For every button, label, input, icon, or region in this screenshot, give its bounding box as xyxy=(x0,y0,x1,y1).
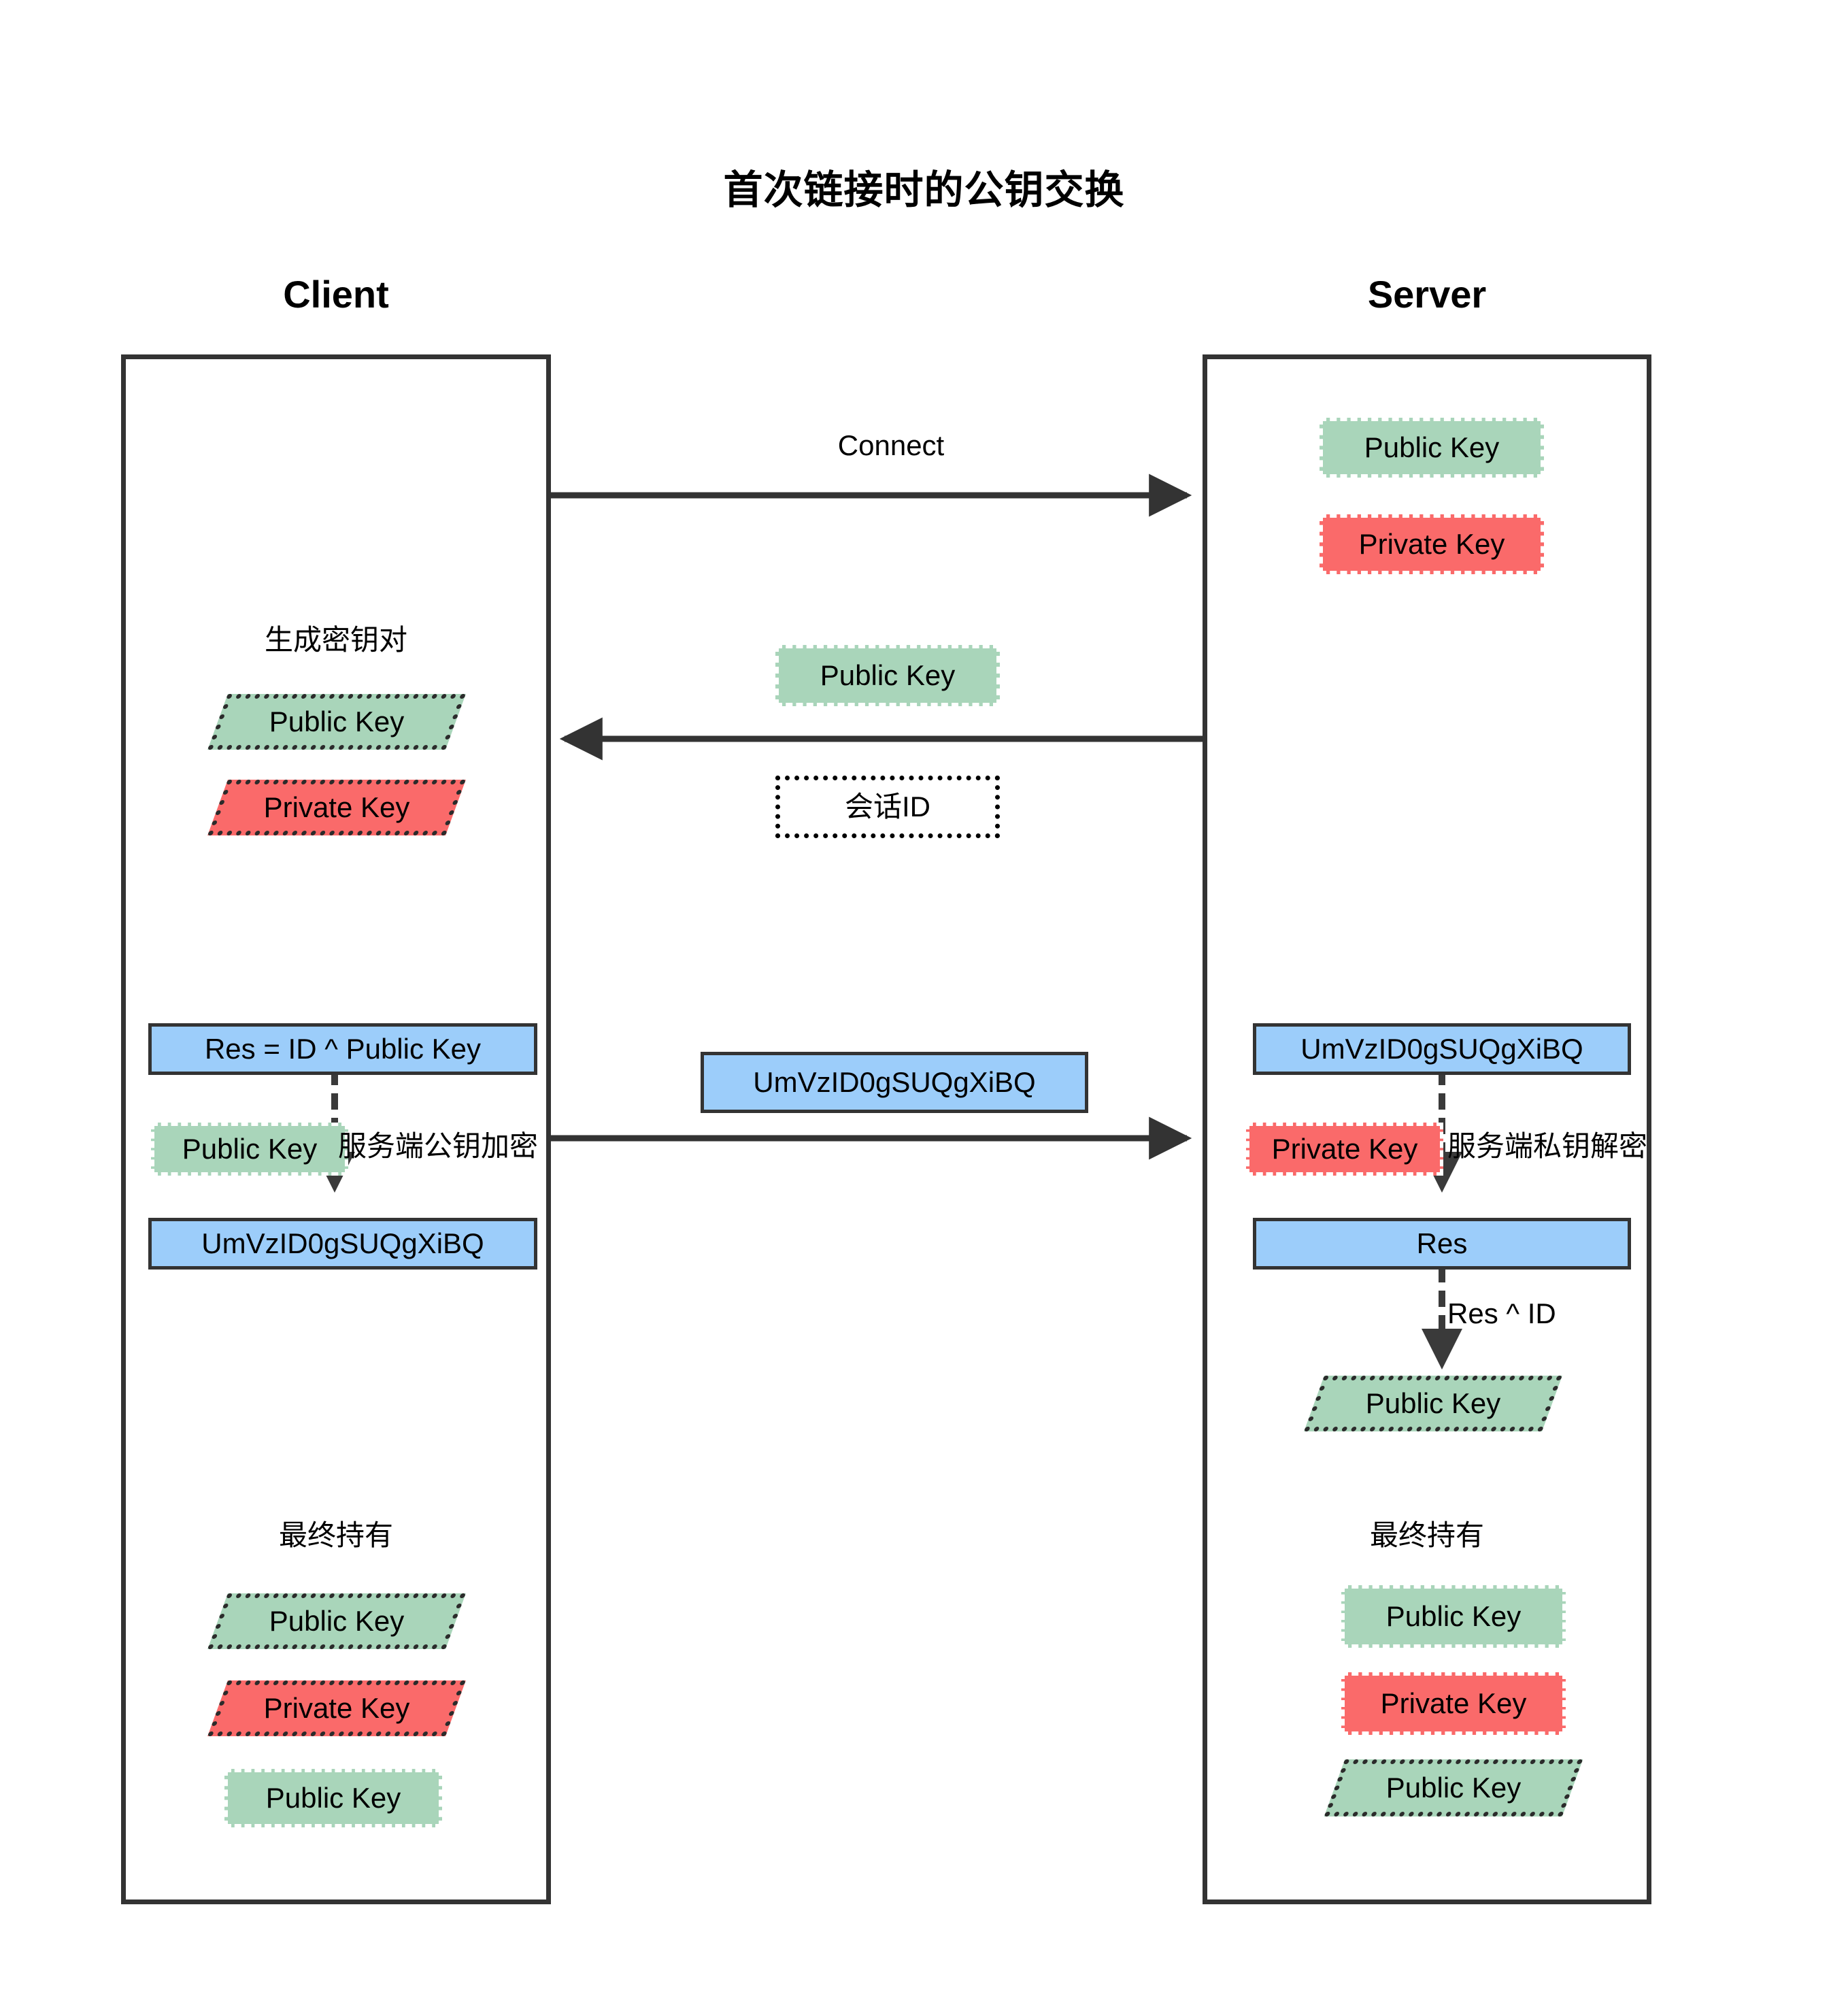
server-decrypt-input-label: UmVzID0gSUQgXiBQ xyxy=(1300,1033,1583,1065)
client-encrypt-key-label: Public Key xyxy=(182,1133,318,1165)
server-final-private-key-label: Private Key xyxy=(1380,1687,1527,1719)
client-final-server-public-key-label: Public Key xyxy=(265,1782,401,1814)
client-generate-section-label: 生成密钥对 xyxy=(264,624,407,656)
server-decrypt-output-label: Res xyxy=(1416,1227,1468,1259)
server-decrypt-input: UmVzID0gSUQgXiBQ xyxy=(1253,1023,1631,1075)
client-encrypt-output-label: UmVzID0gSUQgXiBQ xyxy=(201,1227,484,1259)
lane-title-server: Server xyxy=(1367,273,1487,316)
client-encrypt-input-label: Res = ID ^ Public Key xyxy=(204,1033,482,1065)
client-final-private-key: Private Key xyxy=(207,1680,466,1736)
client-encrypt-output: UmVzID0gSUQgXiBQ xyxy=(148,1218,537,1270)
client-final-public-key: Public Key xyxy=(207,1593,466,1649)
client-encrypt-note: 服务端公钥加密 xyxy=(338,1130,539,1162)
message-payload-session-id-label: 会话ID xyxy=(844,791,930,823)
client-generated-public-key: Public Key xyxy=(207,694,466,750)
server-decrypt-key: Private Key xyxy=(1246,1123,1443,1176)
message-label-connect: Connect xyxy=(837,429,945,461)
message-payload-session-id: 会话ID xyxy=(775,776,1000,838)
server-recovered-public-key-label: Public Key xyxy=(1365,1387,1501,1419)
client-final-server-public-key: Public Key xyxy=(224,1769,442,1827)
server-own-public-key: Public Key xyxy=(1320,418,1544,478)
message-payload-cipher: UmVzID0gSUQgXiBQ xyxy=(701,1052,1088,1113)
server-final-public-key: Public Key xyxy=(1341,1585,1566,1648)
server-decrypt-key-label: Private Key xyxy=(1271,1133,1418,1165)
server-final-client-public-key-label: Public Key xyxy=(1385,1772,1522,1804)
client-encrypt-input: Res = ID ^ Public Key xyxy=(148,1023,537,1075)
server-own-private-key: Private Key xyxy=(1320,514,1544,574)
page-title: 首次链接时的公钥交换 xyxy=(723,168,1125,212)
message-payload-public-key-label: Public Key xyxy=(820,659,956,691)
client-encrypt-key: Public Key xyxy=(151,1123,348,1176)
client-final-public-key-label: Public Key xyxy=(269,1605,405,1637)
client-generated-private-key-label: Private Key xyxy=(263,791,410,823)
server-decrypt-note: 服务端私钥解密 xyxy=(1447,1130,1648,1162)
server-decrypt-output: Res xyxy=(1253,1218,1631,1270)
lane-title-client: Client xyxy=(283,273,389,316)
server-xor-note: Res ^ ID xyxy=(1447,1297,1556,1329)
message-payload-cipher-label: UmVzID0gSUQgXiBQ xyxy=(753,1066,1036,1098)
client-final-private-key-label: Private Key xyxy=(263,1692,410,1724)
server-own-private-key-label: Private Key xyxy=(1358,528,1505,560)
server-final-public-key-label: Public Key xyxy=(1385,1600,1522,1632)
server-final-client-public-key: Public Key xyxy=(1324,1759,1583,1817)
server-recovered-public-key: Public Key xyxy=(1304,1376,1562,1431)
server-final-section-label: 最终持有 xyxy=(1369,1519,1484,1551)
server-final-private-key: Private Key xyxy=(1341,1672,1566,1735)
client-generated-public-key-label: Public Key xyxy=(269,706,405,737)
server-own-public-key-label: Public Key xyxy=(1364,431,1500,463)
client-generated-private-key: Private Key xyxy=(207,780,466,835)
client-final-section-label: 最终持有 xyxy=(278,1519,393,1551)
message-payload-public-key: Public Key xyxy=(775,645,1000,706)
